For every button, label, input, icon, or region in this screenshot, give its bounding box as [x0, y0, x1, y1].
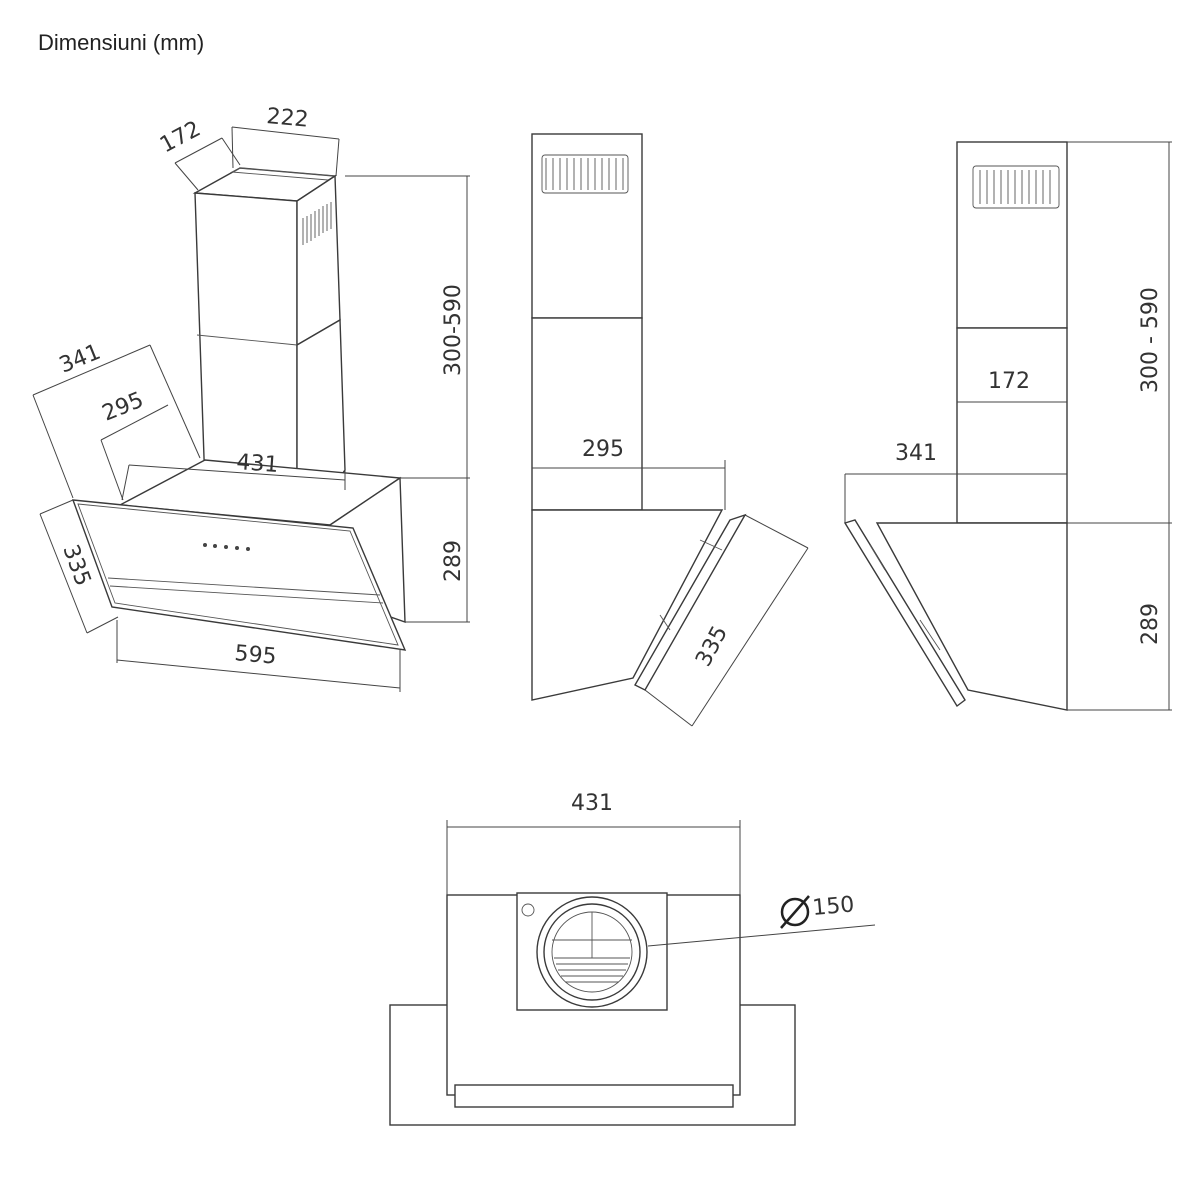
- dim-iso-depth-inner: 295: [99, 388, 147, 427]
- dim-iso-body-width: 431: [236, 450, 280, 478]
- side-view-right: [843, 141, 1172, 711]
- isometric-view: [32, 126, 470, 692]
- dim-side2-depth: 341: [895, 441, 937, 466]
- dim-duct-diameter: 150: [811, 892, 855, 921]
- dim-iso-chimney-height: 300-590: [441, 284, 466, 376]
- dim-top-width: 431: [571, 791, 613, 816]
- page-title: Dimensiuni (mm): [38, 30, 205, 55]
- dim-iso-body-height: 289: [441, 540, 466, 582]
- top-view: [389, 820, 876, 1126]
- side-view-left: [531, 133, 809, 727]
- dim-side-panel: 335: [691, 622, 733, 671]
- diameter-icon: [780, 895, 810, 929]
- dim-iso-chimney-depth: 172: [156, 117, 205, 159]
- dim-side2-chimney-height: 300 - 590: [1138, 287, 1163, 393]
- dim-side-depth: 295: [582, 437, 624, 462]
- dim-side2-body-height: 289: [1138, 603, 1163, 645]
- dim-iso-panel-depth: 335: [57, 542, 95, 590]
- dim-iso-chimney-width: 222: [265, 104, 309, 133]
- dim-iso-total-width: 595: [233, 641, 277, 670]
- dim-side2-chimney-depth: 172: [988, 369, 1030, 394]
- dim-iso-depth-outer: 341: [56, 340, 104, 379]
